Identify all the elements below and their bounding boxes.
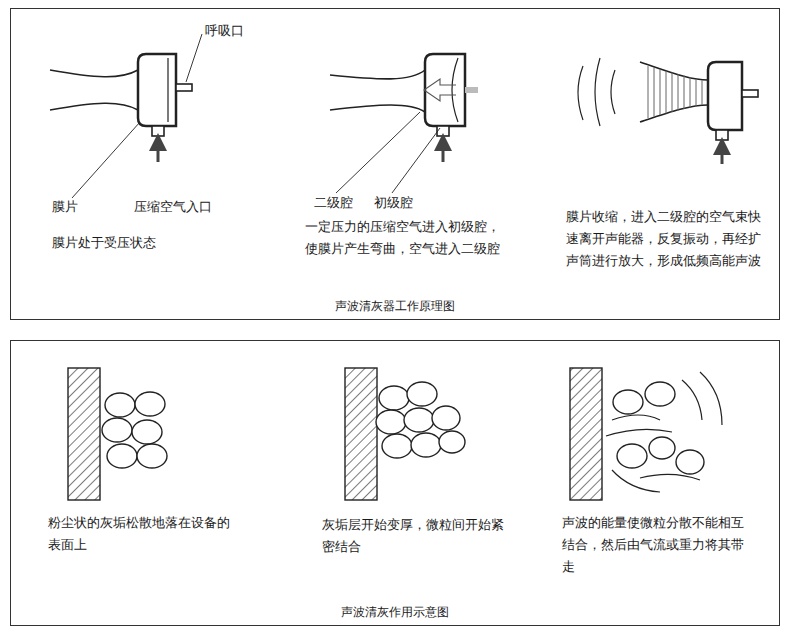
horn-rib — [672, 72, 673, 112]
horn-rib — [678, 74, 679, 110]
dust-scene-1 — [68, 368, 167, 500]
description: 声波的能量使微粒分散不能相互结合，然后由气流或重力将其带走 — [562, 512, 752, 578]
description: 粉尘状的灰垢松散地落在设备的表面上 — [48, 512, 238, 556]
horn-rib — [696, 79, 697, 106]
figure-caption: 声波清灰作用示意图 — [11, 604, 779, 621]
horn-1 — [50, 34, 202, 198]
part-label: 压缩空气入口 — [134, 196, 212, 218]
dust-scene-3 — [570, 368, 722, 500]
part-label: 初级腔 — [374, 192, 413, 214]
description: 灰垢层开始变厚，微粒间开始紧密结合 — [322, 514, 512, 558]
figure-caption: 声波清灰器工作原理图 — [11, 298, 779, 315]
effect-panel: 声波清灰作用示意图 — [10, 340, 780, 626]
horn-rib — [690, 77, 691, 107]
horn-3 — [578, 58, 758, 164]
part-label: 膜片 — [52, 196, 78, 218]
horn-rib — [702, 80, 703, 104]
dust-scene-2 — [345, 368, 465, 500]
horn-rib — [654, 68, 655, 117]
description: 一定压力的压缩空气进入初级腔，使膜片产生弯曲，空气进入二级腔 — [305, 216, 510, 260]
part-label: 呼吸口 — [205, 20, 244, 42]
principle-panel: 声波清灰器工作原理图 — [10, 8, 780, 320]
horn-rib — [684, 76, 685, 109]
description: 膜片处于受压状态 — [52, 232, 156, 254]
horn-rib — [648, 66, 649, 118]
horn-rib — [666, 71, 667, 114]
description: 膜片收缩，进入二级腔的空气束快速离开声能器，反复振动，再经扩声筒进行放大，形成低… — [566, 206, 766, 272]
horn-rib — [660, 69, 661, 115]
horn-2 — [330, 54, 478, 193]
part-label: 二级腔 — [314, 192, 353, 214]
